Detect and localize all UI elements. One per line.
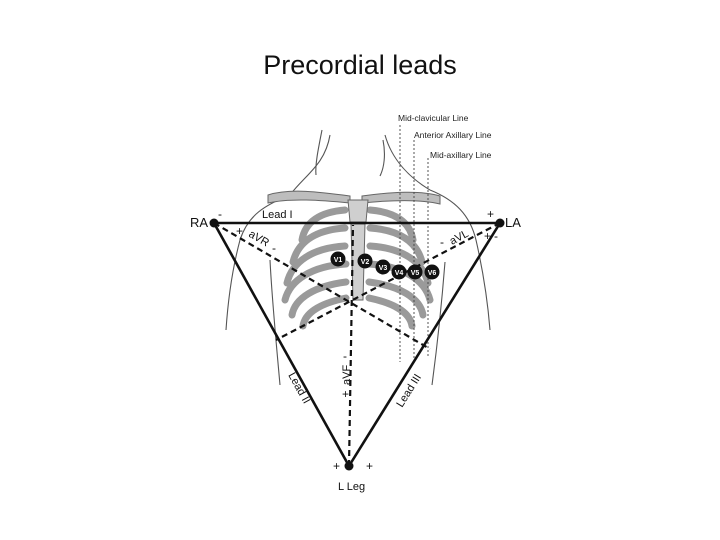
einthoven-triangle xyxy=(212,221,502,467)
v3-label: V3 xyxy=(379,265,388,272)
lead-i-label: Lead I xyxy=(262,209,293,221)
clavicles xyxy=(267,190,441,205)
v1-label: V1 xyxy=(334,257,343,264)
avr-minus: - xyxy=(272,241,276,255)
avf-plus: + xyxy=(342,387,349,401)
mid-clavicular-line-label: Mid-clavicular Line xyxy=(398,113,469,123)
v5-label: V5 xyxy=(411,270,420,277)
v6-label: V6 xyxy=(428,270,437,277)
augmented-leads xyxy=(213,222,501,467)
ra-electrode xyxy=(209,218,219,228)
avf-label: aVF xyxy=(341,365,353,385)
lead-i-plus: + xyxy=(487,207,494,221)
mid-axillary-line-label: Mid-axillary Line xyxy=(430,150,492,160)
avr-line xyxy=(213,222,431,350)
avr-label: aVR xyxy=(247,228,272,249)
v4-label: V4 xyxy=(395,270,404,277)
rib-cage xyxy=(281,206,434,330)
lead-iii-label: Lead III xyxy=(394,372,424,409)
leg-label: L Leg xyxy=(338,481,365,493)
avf-line xyxy=(347,224,355,467)
avl-line xyxy=(275,222,501,341)
anterior-axillary-line-label: Anterior Axillary Line xyxy=(414,130,492,140)
electrodes xyxy=(209,218,505,471)
lead-ii-label: Lead II xyxy=(285,371,312,406)
avl-minus: - xyxy=(440,235,444,249)
avl-plus: + xyxy=(484,229,491,243)
v3-electrode: V3 xyxy=(375,259,391,275)
avl-label: aVL xyxy=(448,228,471,248)
v4-electrode: V4 xyxy=(391,264,407,280)
precordial-electrodes: V1 V2 V3 V4 V5 V6 xyxy=(330,251,440,280)
v5-electrode: V5 xyxy=(407,264,423,280)
anatomical-lines xyxy=(399,125,429,362)
avr-plus: + xyxy=(236,224,243,238)
lead-iii-minus: - xyxy=(494,229,498,243)
lead-ii-plus: + xyxy=(333,459,340,473)
v2-label: V2 xyxy=(361,259,370,266)
v2-electrode: V2 xyxy=(357,253,373,269)
v6-electrode: V6 xyxy=(424,264,440,280)
ra-label: RA xyxy=(190,215,208,230)
leg-electrode xyxy=(344,461,354,471)
la-label: LA xyxy=(505,215,521,230)
v1-electrode: V1 xyxy=(330,251,346,267)
lead-i-minus: - xyxy=(218,207,222,221)
lead-ii-line xyxy=(212,222,351,467)
slide-title: Precordial leads xyxy=(263,50,457,80)
torso-outline xyxy=(225,129,491,386)
la-electrode xyxy=(495,218,505,228)
lead-iii-line xyxy=(347,222,502,467)
polarity-markers: - + + - - + - + - + + xyxy=(218,207,498,473)
lead-iii-plus: + xyxy=(366,459,373,473)
avf-minus: - xyxy=(343,349,347,363)
